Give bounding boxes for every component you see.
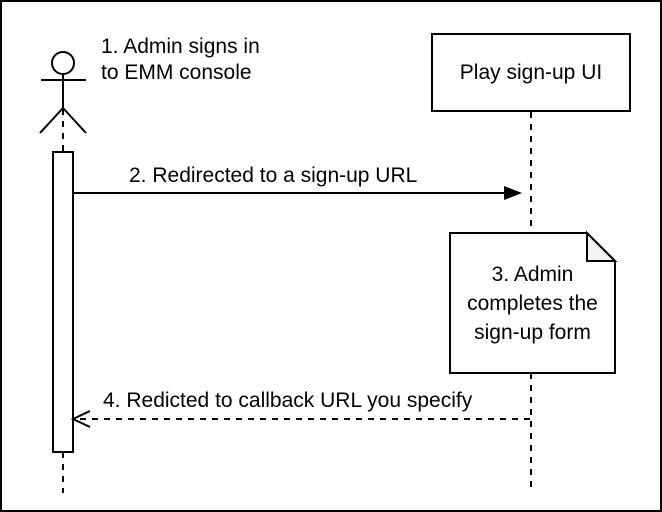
- actor-activation-bar: [52, 151, 74, 453]
- participant-label: Play sign-up UI: [459, 60, 603, 84]
- note-line-2: completes the: [467, 291, 598, 315]
- message-2-arrow: [73, 186, 522, 200]
- note-shape: [449, 230, 618, 374]
- message-4-label: 4. Redicted to callback URL you specify: [103, 389, 473, 412]
- message-1-line-1: 1. Admin signs in: [101, 35, 260, 58]
- message-4-arrow: [70, 410, 530, 428]
- note-line-1: 3. Admin: [491, 262, 574, 286]
- participant-box-play-sign-up-ui: Play sign-up UI: [431, 33, 631, 112]
- message-1-label: 1. Admin signs in to EMM console: [101, 34, 260, 86]
- message-1-line-2: to EMM console: [101, 61, 252, 84]
- note-fold-corner: [586, 230, 618, 262]
- note-line-3: sign-up form: [474, 320, 591, 344]
- message-2-label: 2. Redirected to a sign-up URL: [129, 164, 418, 187]
- note-label: 3. Admin completes the sign-up form: [450, 233, 615, 373]
- stick-figure-actor-icon: [39, 51, 87, 134]
